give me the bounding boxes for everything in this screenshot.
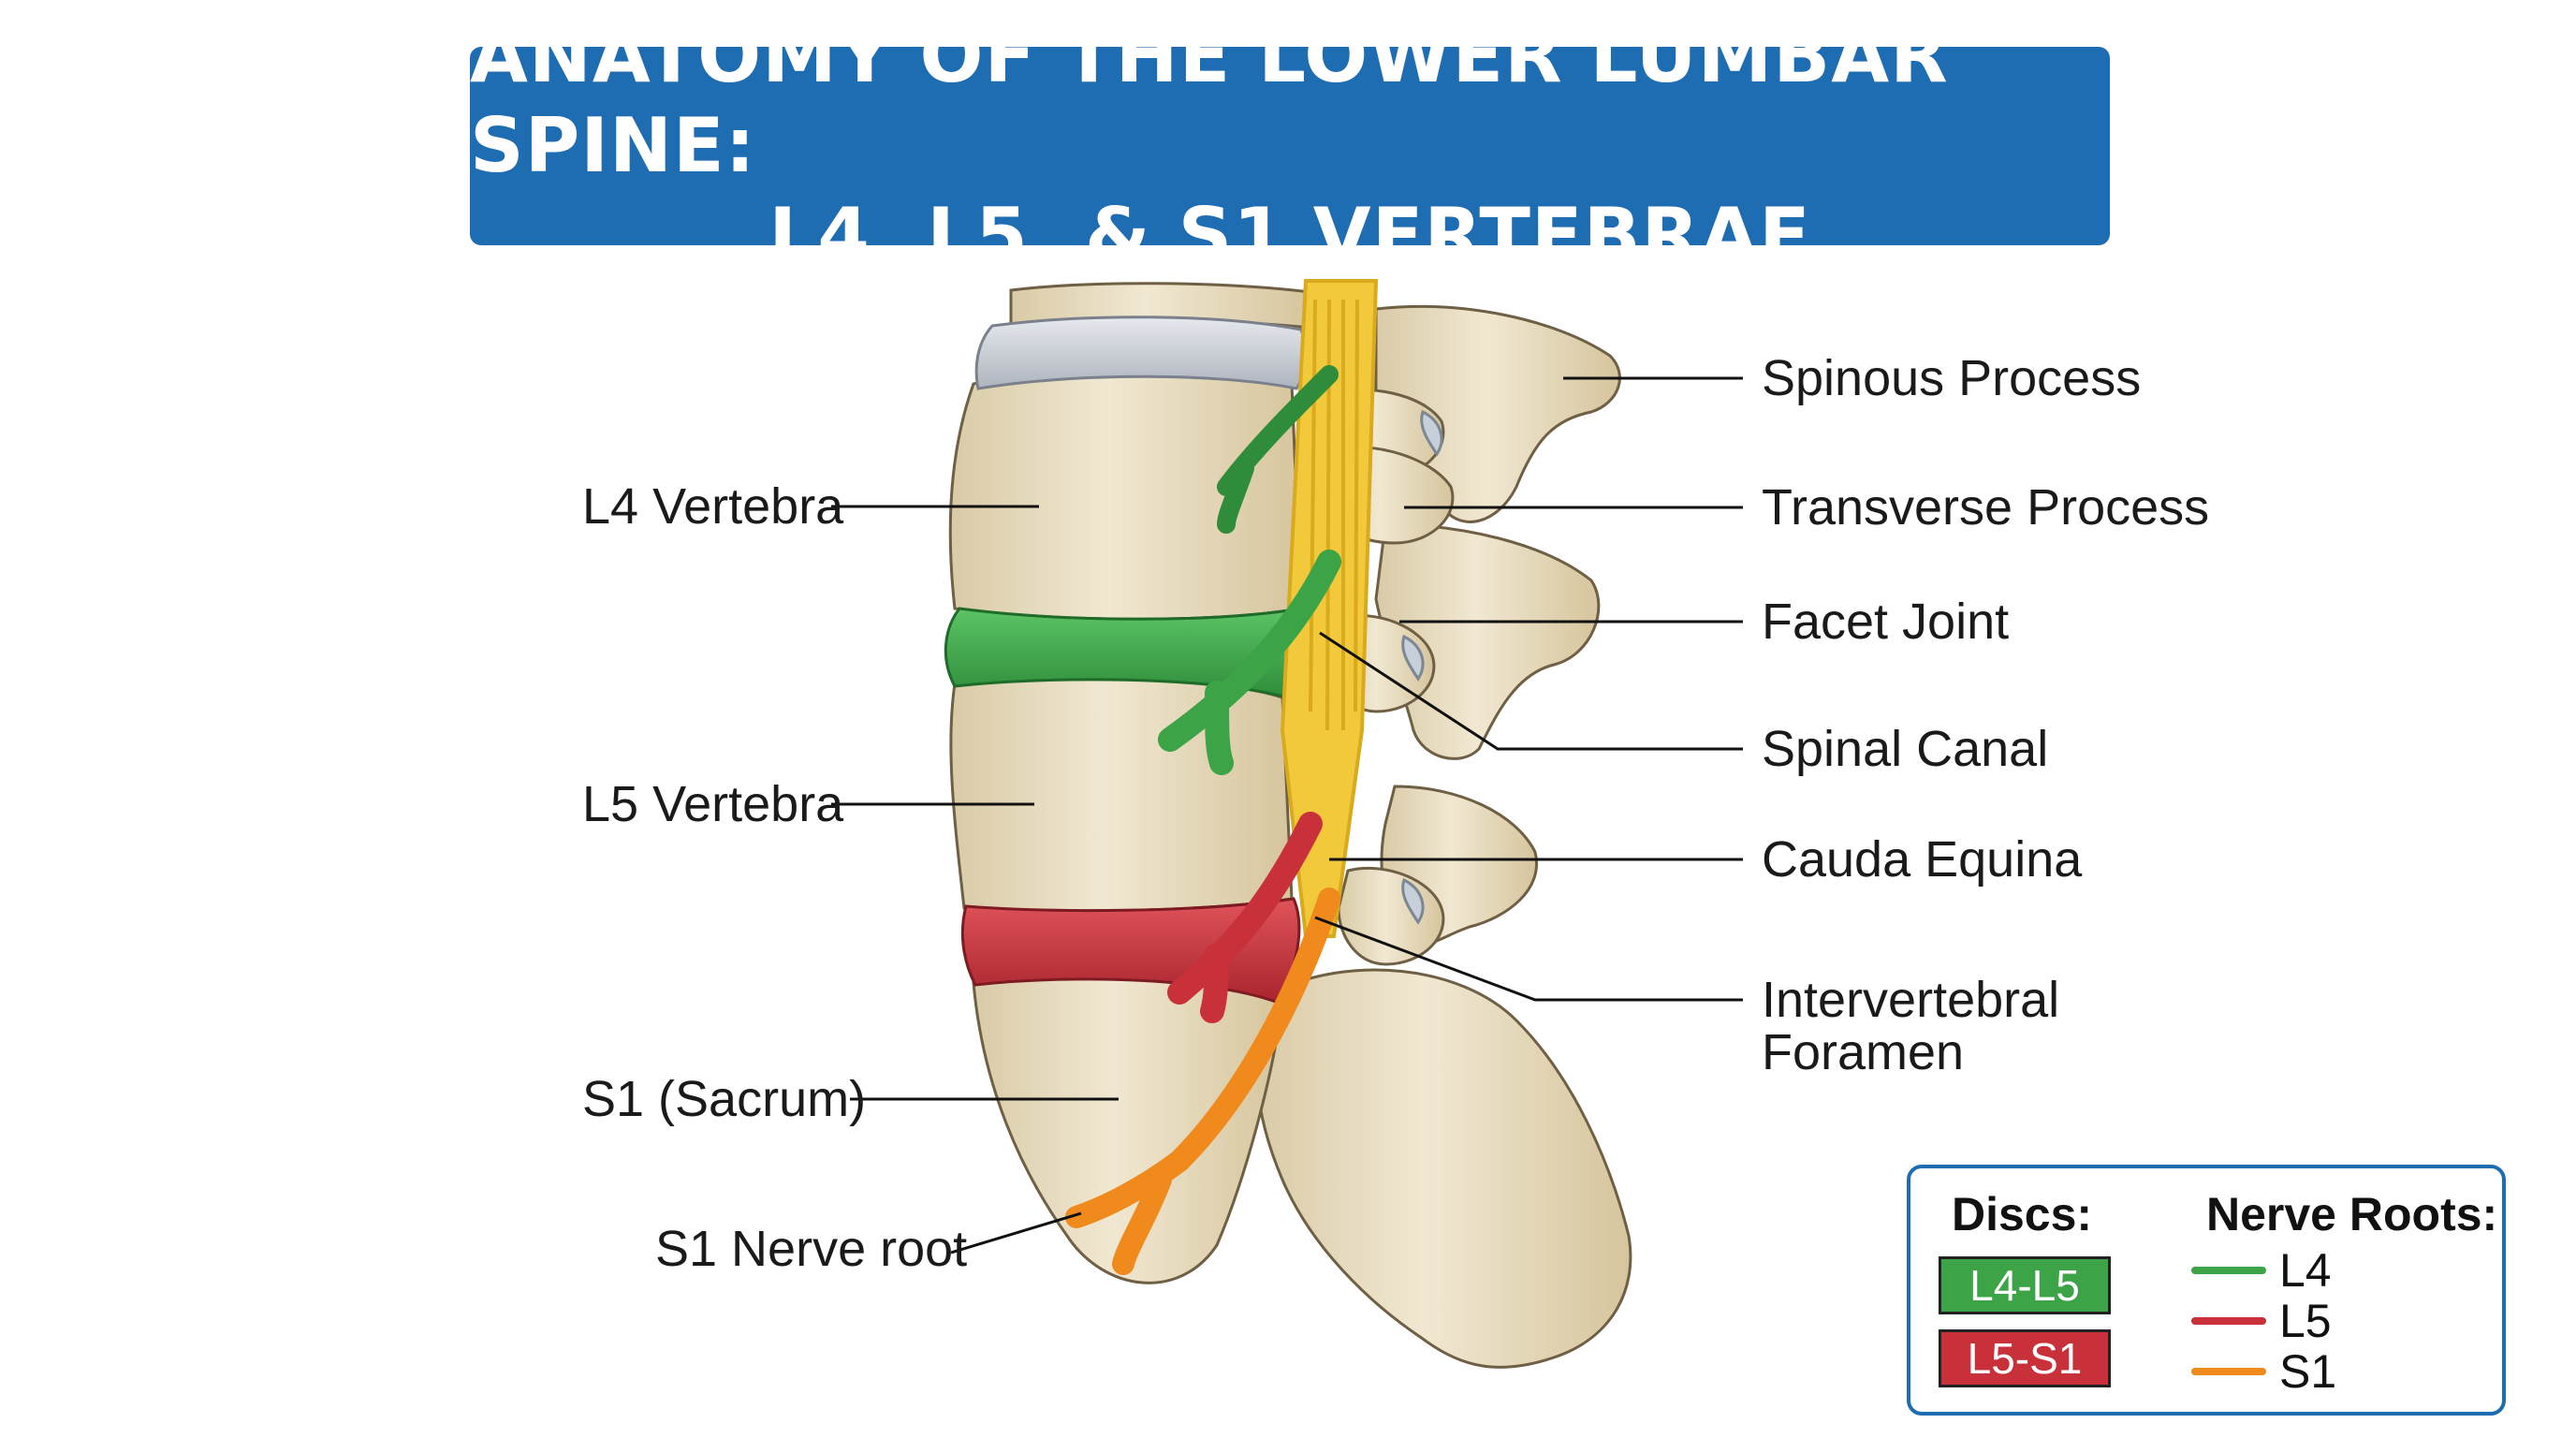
label-transverse-process: Transverse Process	[1762, 479, 2210, 536]
nerve-root-l5	[1167, 812, 1323, 1023]
posterior-elements	[1254, 304, 1632, 1369]
label-l4-vertebra: L4 Vertebra	[582, 478, 844, 535]
label-s1-nerve-root: S1 Nerve root	[655, 1221, 968, 1277]
l5-vertebral-body	[949, 676, 1294, 913]
legend-nerve-s1-label: S1	[2279, 1345, 2337, 1398]
label-intervertebral-foramen-1: Intervertebral	[1762, 972, 2060, 1028]
legend-nerve-l5: L5	[2191, 1298, 2332, 1344]
legend-nerve-l5-label: L5	[2279, 1295, 2332, 1347]
nerve-root-s1	[1065, 888, 1340, 1275]
title-line-2: L4, L5, & S1 VERTEBRAE	[768, 192, 1811, 279]
upper-disc-grey	[974, 315, 1308, 390]
legend: Discs: Nerve Roots: L4-L5 L5-S1 L4 L5 S1	[1907, 1165, 2506, 1416]
label-intervertebral-foramen-2: Foramen	[1762, 1024, 1965, 1080]
legend-nerve-l4-label: L4	[2279, 1244, 2332, 1297]
nerve-root-upper-green	[1217, 365, 1339, 534]
legend-nerve-s1-swatch	[2191, 1368, 2266, 1375]
leader-s1-nerve-root	[950, 1211, 1082, 1255]
l4-vertebral-body	[948, 368, 1303, 621]
title-line-1: ANATOMY OF THE LOWER LUMBAR SPINE:	[470, 12, 1949, 189]
nerve-roots	[1065, 365, 1341, 1275]
leader-lines	[831, 376, 1743, 1255]
legend-nerve-l4: L4	[2191, 1247, 2332, 1294]
vertebral-bodies	[948, 282, 1312, 1284]
legend-nerve-l4-swatch	[2191, 1267, 2266, 1274]
legend-disc-l4-l5: L4-L5	[1939, 1256, 2111, 1314]
legend-nerve-s1: S1	[2191, 1348, 2336, 1395]
legend-nerve-roots-heading: Nerve Roots:	[2206, 1188, 2498, 1240]
legend-discs-heading: Discs:	[1952, 1188, 2093, 1240]
label-cauda-equina: Cauda Equina	[1762, 831, 2083, 888]
nerve-root-l4	[1158, 550, 1341, 775]
leader-spinal-canal	[1319, 631, 1743, 751]
label-spinal-canal: Spinal Canal	[1762, 721, 2049, 777]
spinous-process-middle	[1374, 522, 1601, 760]
sacrum-body	[1254, 968, 1632, 1369]
legend-disc-l5-s1: L5-S1	[1939, 1329, 2111, 1387]
label-spinous-process: Spinous Process	[1762, 350, 2142, 406]
facet-cartilage	[1401, 409, 1443, 925]
cauda-equina-fibers	[1280, 279, 1379, 938]
leader-intervertebral-foramen	[1314, 916, 1743, 1002]
label-l5-vertebra: L5 Vertebra	[582, 776, 844, 832]
label-s1-sacrum: S1 (Sacrum)	[582, 1071, 867, 1127]
title-banner: ANATOMY OF THE LOWER LUMBAR SPINE: L4, L…	[470, 12, 2110, 279]
label-facet-joint: Facet Joint	[1762, 594, 2010, 650]
legend-nerve-l5-swatch	[2191, 1317, 2266, 1325]
